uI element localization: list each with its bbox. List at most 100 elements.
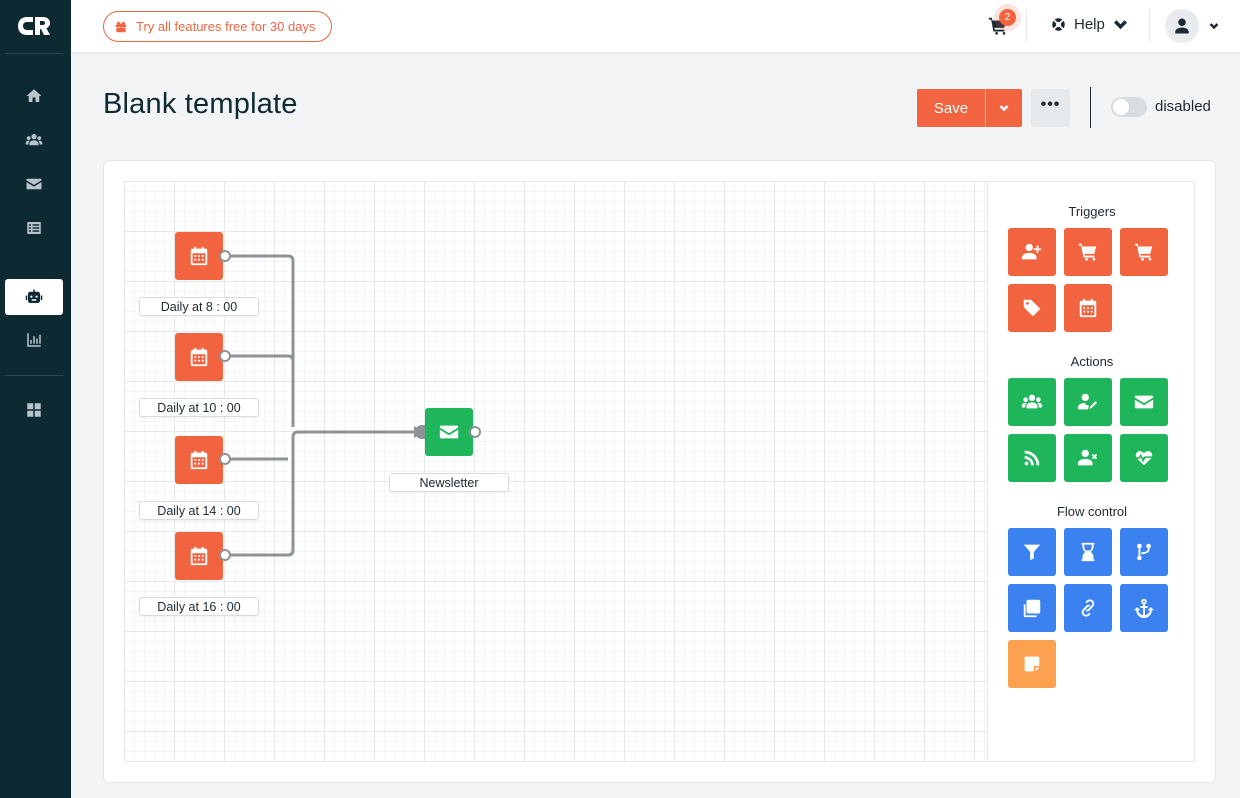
schedule-trigger-node[interactable] [175, 532, 223, 580]
sidebar-divider [5, 53, 63, 54]
cart-count-badge: 2 [999, 9, 1016, 26]
envelope-icon [25, 175, 43, 193]
lifebuoy-icon [1052, 18, 1065, 31]
action-update-contact-tool[interactable] [1064, 378, 1112, 426]
flow-anchor-tool[interactable] [1120, 584, 1168, 632]
action-send-email-tool[interactable] [1120, 378, 1168, 426]
calendar-icon [188, 449, 210, 471]
topbar: Try all features free for 30 days 2 Help [71, 0, 1240, 53]
user-plus-icon [1021, 243, 1042, 260]
grid-icon [27, 403, 41, 417]
free-trial-label: Try all features free for 30 days [136, 19, 316, 34]
calendar-icon [188, 346, 210, 368]
flow-copy-tool[interactable] [1008, 584, 1056, 632]
calendar-icon [188, 545, 210, 567]
hourglass-icon [1081, 542, 1095, 562]
trigger-tag-tool[interactable] [1008, 284, 1056, 332]
schedule-trigger-node[interactable] [175, 232, 223, 280]
action-remove-contact-tool[interactable] [1064, 434, 1112, 482]
gift-icon [115, 21, 127, 32]
link-icon [1081, 599, 1095, 617]
output-port[interactable] [469, 426, 481, 438]
actions-section-title: Actions [1070, 354, 1114, 369]
flow-split-tool[interactable] [1120, 528, 1168, 576]
sidebar-item-lists[interactable] [5, 210, 63, 246]
clone-icon [1023, 599, 1041, 618]
trigger-subscribed-tool[interactable] [1008, 228, 1056, 276]
list-icon [27, 222, 41, 234]
schedule-trigger-node[interactable] [175, 436, 223, 484]
sidebar-divider [5, 375, 63, 376]
flow-control-section-title: Flow control [1056, 504, 1128, 519]
sidebar-item-contacts[interactable] [5, 122, 63, 158]
input-port[interactable] [415, 425, 427, 439]
flow-canvas[interactable] [124, 181, 988, 762]
trigger-purchase-tool[interactable] [1064, 228, 1112, 276]
envelope-icon [1133, 391, 1155, 413]
topbar-divider [1149, 10, 1150, 42]
automation-status-toggle[interactable] [1111, 97, 1147, 117]
users-icon [1021, 391, 1043, 413]
sidebar [0, 0, 71, 798]
sidebar-item-apps[interactable] [5, 392, 63, 428]
automation-status-label: disabled [1155, 98, 1211, 115]
user-edit-icon [1077, 393, 1097, 410]
flow-note-tool[interactable] [1008, 640, 1056, 688]
chevron-down-icon [1113, 20, 1127, 30]
filter-icon [1023, 544, 1041, 561]
flow-filter-tool[interactable] [1008, 528, 1056, 576]
trigger-schedule-tool[interactable] [1064, 284, 1112, 332]
user-icon [1173, 17, 1191, 35]
sidebar-item-campaigns[interactable] [5, 166, 63, 202]
logo-icon[interactable] [14, 8, 54, 44]
node-label: Daily at 16 : 00 [139, 597, 259, 616]
cart-plus-icon [1077, 241, 1099, 263]
output-port[interactable] [219, 453, 231, 465]
tag-icon [1023, 299, 1041, 317]
help-label: Help [1074, 16, 1105, 33]
node-label: Newsletter [389, 473, 509, 492]
trigger-abandoned-cart-tool[interactable] [1120, 228, 1168, 276]
action-add-to-list-tool[interactable] [1008, 378, 1056, 426]
triggers-section-title: Triggers [1068, 204, 1116, 219]
anchor-icon [1133, 598, 1155, 619]
avatar [1165, 9, 1199, 43]
save-options-button[interactable] [985, 89, 1022, 127]
block-palette: Triggers Actions Flow control [987, 181, 1195, 762]
sticky-note-icon [1024, 656, 1040, 672]
output-port[interactable] [219, 350, 231, 362]
action-rss-tool[interactable] [1008, 434, 1056, 482]
free-trial-button[interactable]: Try all features free for 30 days [103, 11, 332, 42]
more-options-button[interactable]: ••• [1031, 89, 1070, 127]
bar-chart-icon [27, 333, 41, 347]
flow-link-tool[interactable] [1064, 584, 1112, 632]
node-label: Daily at 8 : 00 [139, 297, 259, 316]
rss-icon [1024, 450, 1040, 466]
header-divider [1090, 87, 1091, 128]
cart-button[interactable]: 2 [987, 9, 1016, 39]
action-health-tool[interactable] [1120, 434, 1168, 482]
topbar-divider [1026, 10, 1027, 42]
sidebar-item-home[interactable] [5, 78, 63, 114]
chevron-down-icon [1209, 23, 1219, 30]
user-menu[interactable] [1165, 9, 1219, 43]
home-icon [26, 89, 42, 102]
schedule-trigger-node[interactable] [175, 333, 223, 381]
robot-icon [25, 289, 43, 303]
cart-arrow-icon [1133, 241, 1155, 263]
sidebar-item-reports[interactable] [5, 322, 63, 358]
save-button[interactable]: Save [917, 89, 985, 127]
sidebar-item-automation[interactable] [5, 279, 63, 315]
envelope-icon [438, 421, 460, 443]
chevron-down-icon [999, 105, 1009, 112]
send-email-action-node[interactable] [425, 408, 473, 456]
flow-delay-tool[interactable] [1064, 528, 1112, 576]
output-port[interactable] [219, 250, 231, 262]
code-branch-icon [1137, 543, 1151, 561]
calendar-icon [1077, 297, 1099, 319]
page-title: Blank template [103, 88, 298, 120]
output-port[interactable] [219, 549, 231, 561]
ellipsis-icon: ••• [1040, 96, 1061, 113]
heartbeat-icon [1134, 449, 1154, 468]
help-menu[interactable]: Help [1051, 16, 1128, 33]
